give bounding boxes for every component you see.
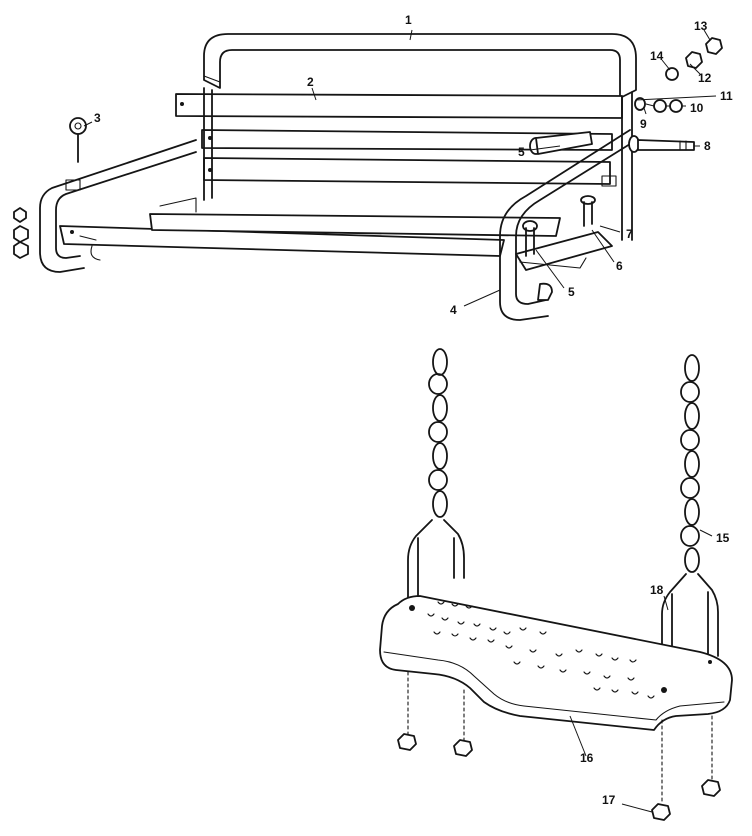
back-slat-middle [201, 129, 613, 151]
swing-seat [379, 595, 733, 731]
part-label-2: 2 [307, 75, 314, 89]
left-side-frame [39, 139, 197, 273]
backrest-handle [203, 33, 637, 99]
part-label-14: 14 [650, 49, 664, 63]
part-label-1: 1 [405, 13, 412, 27]
seat-bracket [515, 231, 613, 271]
part-label-8: 8 [704, 139, 711, 153]
leader-lines [83, 29, 717, 813]
part-label-15: 15 [716, 531, 730, 545]
seat-slat-rear [149, 213, 561, 237]
part-label-6: 6 [616, 259, 623, 273]
part-label-11: 11 [720, 89, 733, 103]
seat-perforations [427, 601, 655, 699]
part-label-5b: 5 [568, 285, 575, 299]
part-label-3: 3 [94, 111, 101, 125]
right-chain [680, 354, 700, 573]
left-chain [428, 348, 448, 518]
left-hanger [407, 519, 465, 601]
part-labels: 1 2 3 4 5 5 6 7 8 9 10 11 12 13 14 15 16… [94, 13, 733, 807]
bolt-5-upper [529, 131, 593, 155]
right-side-frame [499, 129, 631, 321]
part-label-7: 7 [626, 227, 633, 241]
part-label-16: 16 [580, 751, 594, 765]
part-label-18: 18 [650, 583, 664, 597]
bolt-5-lower [522, 220, 538, 257]
back-slat-upper [175, 93, 623, 119]
seat-frame-assembly [13, 33, 723, 321]
part-label-12: 12 [698, 71, 712, 85]
bolt-6 [580, 195, 596, 227]
swing-seat-assembly [379, 348, 733, 821]
right-hanger [661, 573, 719, 689]
part-label-9: 9 [640, 117, 647, 131]
part-label-5a: 5 [518, 145, 525, 159]
part-label-10: 10 [690, 101, 704, 115]
part-label-17: 17 [602, 793, 616, 807]
bolt-8 [628, 135, 695, 153]
part-label-4: 4 [450, 303, 457, 317]
part-label-13: 13 [694, 19, 708, 33]
back-slat-lower [203, 157, 611, 185]
left-nut-stack [13, 207, 29, 259]
eye-bolt [69, 117, 87, 163]
seat-nuts [397, 671, 721, 821]
